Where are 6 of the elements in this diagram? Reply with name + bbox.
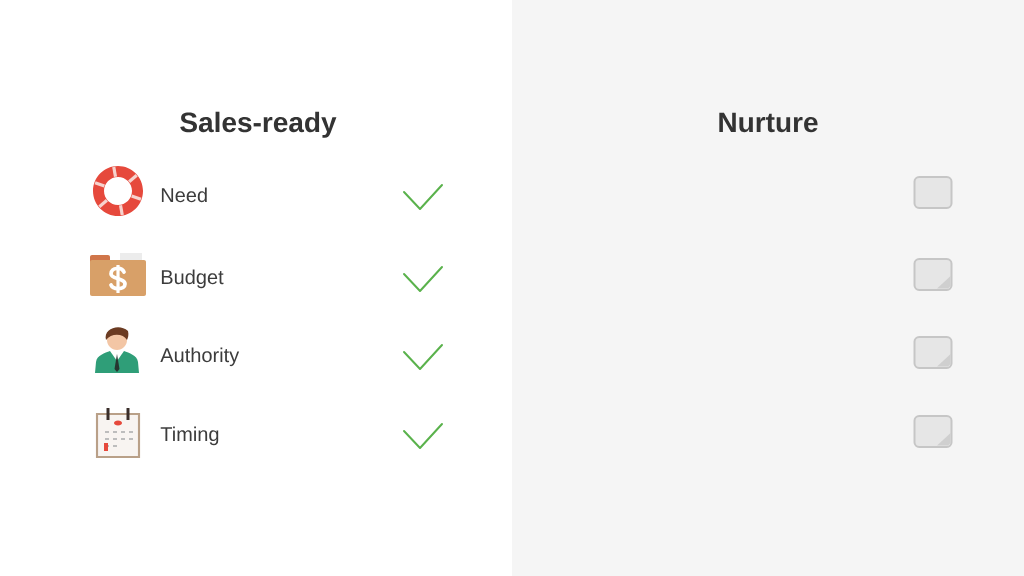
criterion-label: Need bbox=[161, 187, 207, 203]
column-panel: Nurture bbox=[512, 0, 1024, 576]
criterion-label: Authority bbox=[160, 347, 240, 367]
criterion-label: Timing bbox=[160, 426, 219, 446]
column-heading: Sales-ready bbox=[180, 111, 337, 138]
criterion-label: Budget bbox=[161, 269, 224, 289]
